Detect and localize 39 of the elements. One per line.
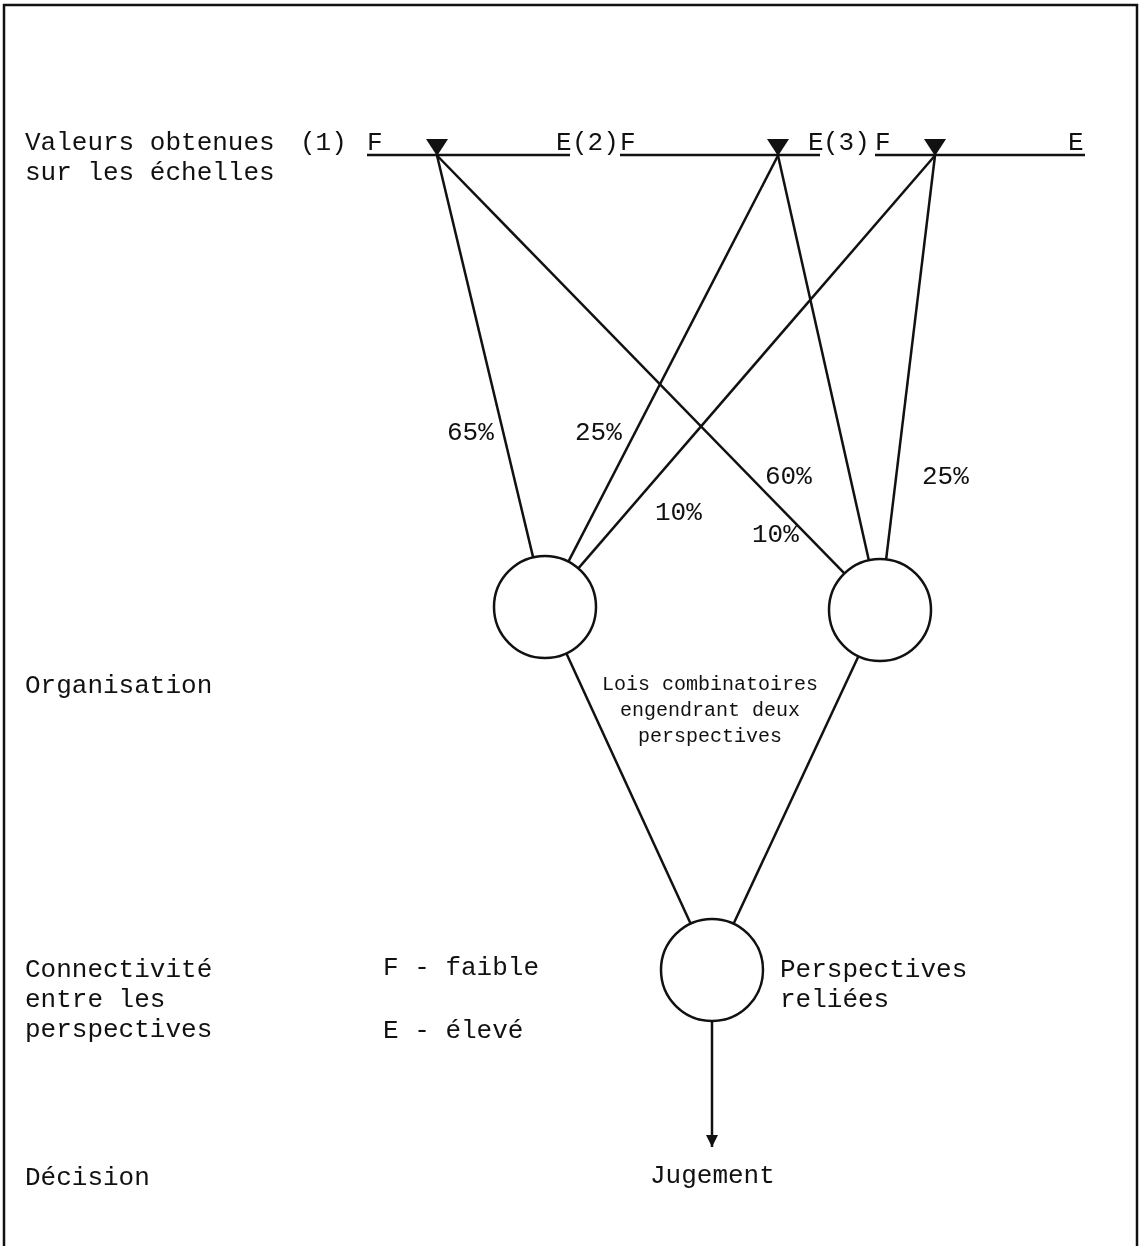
- circle-node: [659, 917, 765, 1023]
- connector-line: [567, 154, 780, 563]
- scale-end-label: E: [556, 128, 572, 158]
- connector-line: [436, 154, 846, 575]
- connector-line: [577, 154, 936, 570]
- connector-line: [884, 155, 937, 560]
- connector-line: [435, 155, 535, 558]
- annotation-text: Lois combinatoires engendrant deux perspectives: [600, 672, 819, 750]
- scale-end-label: F: [620, 128, 636, 158]
- key-text: F - faible: [383, 953, 540, 983]
- scale-marker-triangle: [767, 138, 789, 156]
- arrow: [705, 1021, 719, 1147]
- scale-marker-triangle: [426, 138, 448, 156]
- connector-line: [776, 155, 871, 561]
- scale-number: (3): [823, 128, 870, 158]
- circle-node: [492, 554, 598, 660]
- scale-end-label: E: [808, 128, 824, 158]
- edge-label: 25%: [575, 418, 622, 448]
- edge-label: 60%: [765, 462, 812, 492]
- circle-node: [827, 557, 933, 663]
- connector-line: [565, 652, 692, 925]
- edge-label: 10%: [752, 520, 799, 550]
- row-label: Décision: [25, 1163, 150, 1193]
- scale-end-label: F: [875, 128, 891, 158]
- edge-label: 10%: [655, 498, 702, 528]
- scale-number: (2): [572, 128, 619, 158]
- scale-end-label: E: [1068, 128, 1084, 158]
- row-label: Connectivité entre les perspectives: [25, 955, 214, 1045]
- scale-end-label: F: [367, 128, 383, 158]
- key-text: E - élevé: [383, 1016, 524, 1046]
- connector-line: [732, 655, 860, 925]
- row-label: Organisation: [25, 671, 213, 701]
- output-text: Jugement: [650, 1161, 775, 1191]
- scale-marker-triangle: [924, 138, 946, 156]
- scale-number: (1): [300, 128, 347, 158]
- node-caption: Perspectives reliées: [780, 955, 969, 1015]
- row-label: Valeurs obtenues sur les échelles: [25, 128, 276, 188]
- edge-label: 65%: [447, 418, 494, 448]
- edge-label: 25%: [922, 462, 969, 492]
